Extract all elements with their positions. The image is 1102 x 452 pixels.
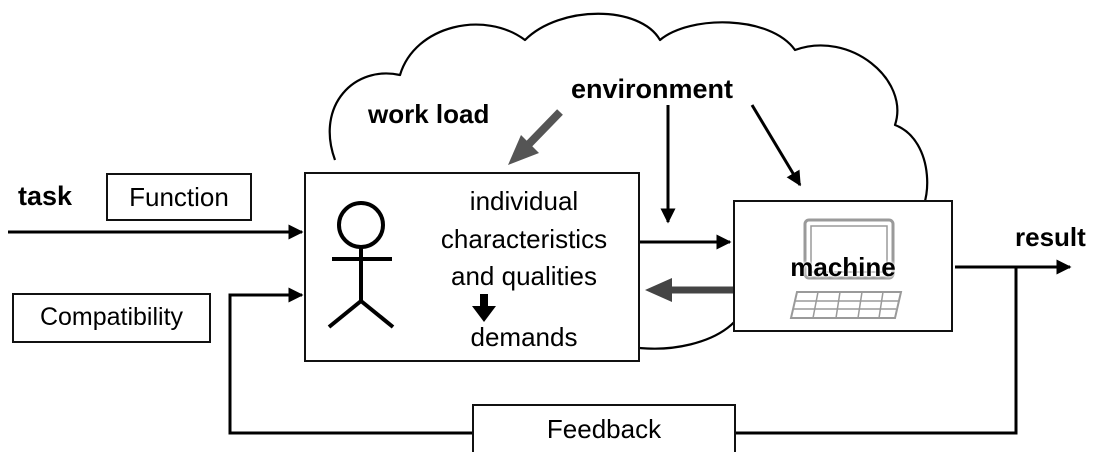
compatibility-box: Compatibility [12, 293, 211, 343]
workload-arrow-shaft [525, 109, 563, 148]
person-icon [327, 201, 395, 329]
machine-box: machine [733, 200, 953, 332]
compatibility-label: Compatibility [39, 303, 184, 331]
individual-box: individual characteristics and qualities… [304, 172, 640, 362]
machine-label: machine [790, 252, 896, 282]
environment-to-machine-arrow [750, 104, 802, 187]
workload-arrowhead [508, 135, 539, 165]
individual-line-3: and qualities [451, 261, 597, 291]
feedback-label: Feedback [546, 414, 662, 444]
work-load-label: work load [368, 99, 490, 129]
demands-label: demands [470, 322, 578, 352]
down-arrow-icon [472, 294, 496, 322]
feedback-loop-line [228, 268, 1018, 435]
computer-icon [789, 218, 903, 319]
machine-to-individual-arrowhead [645, 278, 672, 302]
individual-line-1: individual [469, 186, 579, 216]
result-label: result [1015, 222, 1086, 252]
environment-cloud [328, 12, 929, 360]
task-label: task [18, 181, 73, 211]
environment-label: environment [571, 74, 734, 104]
function-label: Function [129, 182, 229, 212]
function-box: Function [106, 173, 252, 221]
individual-line-2: characteristics [440, 224, 608, 254]
feedback-box: Feedback [472, 404, 736, 452]
